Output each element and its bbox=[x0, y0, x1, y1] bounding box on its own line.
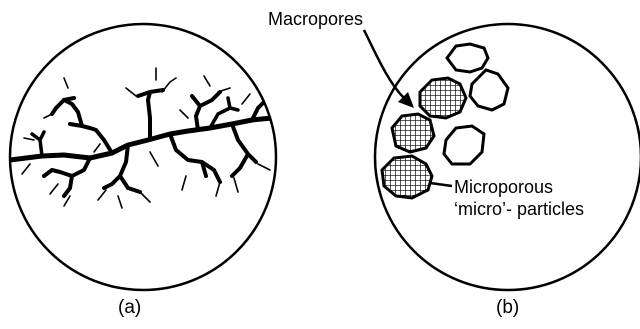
microporous-particle bbox=[382, 156, 432, 198]
macropores-label: Macropores bbox=[268, 8, 363, 30]
microporous-leader bbox=[430, 183, 452, 186]
macropores-arrow bbox=[364, 30, 404, 98]
panel-a-caption: (a) bbox=[118, 297, 141, 319]
macropore-outline bbox=[470, 70, 508, 110]
panel-b-caption: (b) bbox=[496, 297, 519, 319]
microporous-particle bbox=[392, 114, 434, 152]
macropore-outline bbox=[447, 44, 488, 72]
microporous-label-line2: ‘micro’- particles bbox=[454, 198, 584, 220]
pore-network bbox=[10, 68, 290, 208]
panel-a bbox=[10, 24, 290, 290]
microporous-label-line1: Microporous bbox=[454, 176, 584, 198]
microporous-label: Microporous ‘micro’- particles bbox=[454, 176, 584, 220]
macropore-outline bbox=[444, 126, 484, 164]
panel-b bbox=[364, 24, 640, 290]
microporous-particle bbox=[420, 78, 466, 118]
